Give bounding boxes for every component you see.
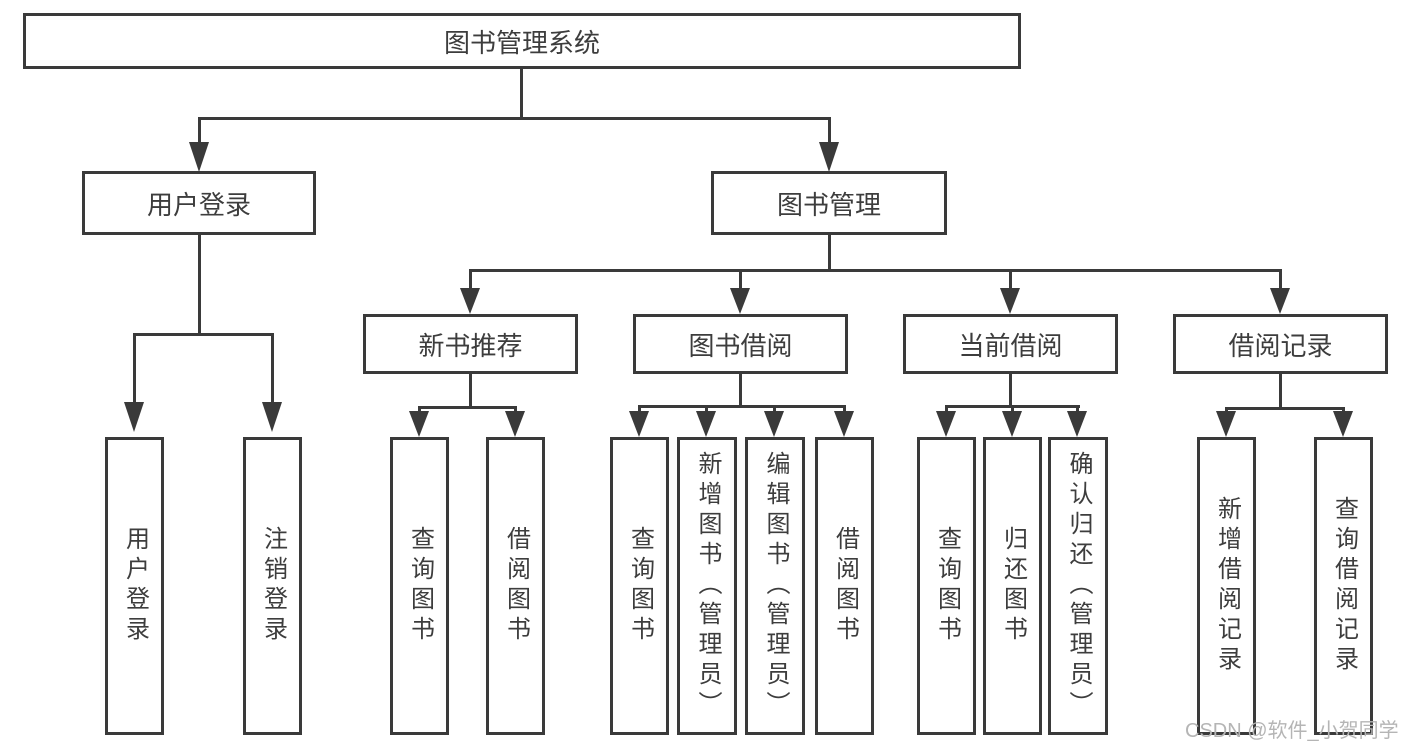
arrowhead-down-icon xyxy=(1067,411,1087,437)
leaf-borrow-books: 借阅图书 xyxy=(815,437,874,735)
arrowhead-down-icon xyxy=(262,402,282,432)
arrowhead-down-icon xyxy=(629,411,649,437)
leaf-query-books-current: 查询图书 xyxy=(917,437,976,735)
connector-line xyxy=(418,406,517,409)
leaf-return-books: 归还图书 xyxy=(983,437,1042,735)
arrowhead-down-icon xyxy=(1002,411,1022,437)
node-label: 查询图书 xyxy=(406,526,434,646)
leaf-query-borrow-record: 查询借阅记录 xyxy=(1314,437,1373,735)
leaf-add-borrow-record: 新增借阅记录 xyxy=(1197,437,1256,735)
node-label: 借阅图书 xyxy=(831,526,859,646)
leaf-user-login: 用户登录 xyxy=(105,437,164,735)
arrowhead-down-icon xyxy=(696,411,716,437)
node-book-management: 图书管理 xyxy=(711,171,947,235)
node-label: 借阅记录 xyxy=(1228,330,1333,361)
node-system-root: 图书管理系统 xyxy=(23,13,1021,69)
connector-line xyxy=(1225,407,1228,413)
node-book-borrowing: 图书借阅 xyxy=(633,314,848,374)
leaf-logout-login: 注销登录 xyxy=(243,437,302,735)
node-label: 新增借阅记录 xyxy=(1213,496,1241,676)
connector-line xyxy=(469,374,472,409)
node-current-borrowing: 当前借阅 xyxy=(903,314,1118,374)
node-label: 用户登录 xyxy=(121,526,149,646)
connector-line xyxy=(828,117,831,142)
connector-line xyxy=(198,235,201,336)
node-label: 新书推荐 xyxy=(418,330,523,361)
node-label: 编辑图书（管理员） xyxy=(762,451,789,721)
connector-line xyxy=(739,374,742,408)
arrowhead-down-icon xyxy=(819,142,839,172)
arrowhead-down-icon xyxy=(505,411,525,437)
connector-line xyxy=(1009,269,1012,290)
node-label: 图书借阅 xyxy=(688,330,793,361)
node-label: 确认归还（管理员） xyxy=(1065,451,1092,721)
watermark: CSDN @软件_小贺同学 xyxy=(1185,720,1399,742)
connector-line xyxy=(520,69,523,120)
node-label: 归还图书 xyxy=(999,526,1027,646)
connector-line xyxy=(271,333,274,406)
arrowhead-down-icon xyxy=(1270,288,1290,314)
node-label: 图书管理系统 xyxy=(443,27,600,58)
connector-line xyxy=(739,269,742,290)
connector-line xyxy=(945,405,948,413)
arrowhead-down-icon xyxy=(936,411,956,437)
arrowhead-down-icon xyxy=(1216,411,1236,437)
arrowhead-down-icon xyxy=(409,411,429,437)
connector-line xyxy=(1279,269,1282,290)
connector-line xyxy=(828,235,831,272)
connector-line xyxy=(514,406,517,413)
node-label: 查询图书 xyxy=(626,526,654,646)
node-label: 当前借阅 xyxy=(958,330,1063,361)
connector-line xyxy=(469,269,1282,272)
node-user-login: 用户登录 xyxy=(82,171,316,235)
node-label: 查询借阅记录 xyxy=(1330,496,1358,676)
connector-line xyxy=(1225,407,1345,410)
connector-line xyxy=(1009,374,1012,408)
leaf-add-book-admin: 新增图书（管理员） xyxy=(677,437,737,735)
node-new-book-recommendation: 新书推荐 xyxy=(363,314,578,374)
node-label: 查询图书 xyxy=(933,526,961,646)
arrowhead-down-icon xyxy=(1000,288,1020,314)
arrowhead-down-icon xyxy=(764,411,784,437)
leaf-borrow-books-recommend: 借阅图书 xyxy=(486,437,545,735)
connector-line xyxy=(133,333,136,406)
arrowhead-down-icon xyxy=(460,288,480,314)
node-borrowing-records: 借阅记录 xyxy=(1173,314,1388,374)
arrowhead-down-icon xyxy=(834,411,854,437)
leaf-query-books-borrowing: 查询图书 xyxy=(610,437,669,735)
node-label: 图书管理 xyxy=(776,189,881,220)
connector-line xyxy=(638,405,846,408)
connector-line xyxy=(638,405,641,413)
node-label: 新增图书（管理员） xyxy=(694,451,721,721)
arrowhead-down-icon xyxy=(730,288,750,314)
connector-line xyxy=(1342,407,1345,413)
leaf-confirm-return-admin: 确认归还（管理员） xyxy=(1048,437,1108,735)
connector-line xyxy=(133,333,274,336)
connector-line xyxy=(418,406,421,413)
node-label: 注销登录 xyxy=(259,526,287,646)
connector-line xyxy=(705,405,708,413)
connector-line xyxy=(469,269,472,290)
arrowhead-down-icon xyxy=(124,402,144,432)
connector-line xyxy=(1076,405,1079,413)
connector-line xyxy=(198,117,831,120)
connector-line xyxy=(198,117,201,142)
arrowhead-down-icon xyxy=(189,142,209,172)
leaf-edit-book-admin: 编辑图书（管理员） xyxy=(745,437,805,735)
arrowhead-down-icon xyxy=(1333,411,1353,437)
connector-line xyxy=(773,405,776,413)
leaf-query-books-recommend: 查询图书 xyxy=(390,437,449,735)
node-label: 用户登录 xyxy=(146,189,251,220)
connector-line xyxy=(843,405,846,413)
connector-line xyxy=(1011,405,1014,413)
node-label: 借阅图书 xyxy=(502,526,530,646)
connector-line xyxy=(1279,374,1282,410)
